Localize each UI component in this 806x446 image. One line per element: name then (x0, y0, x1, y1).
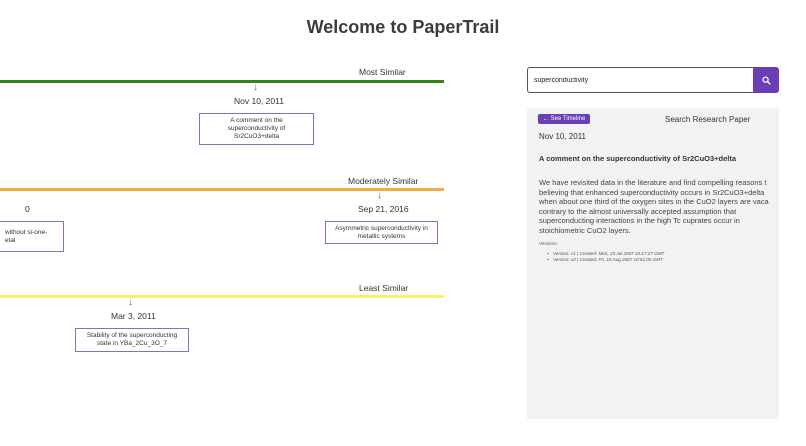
section-label-least-similar: Least Similar (359, 283, 409, 293)
versions-label: Versions: (539, 241, 558, 246)
timeline-area: Most Similar ↓ Nov 10, 2011 A comment on… (0, 67, 444, 352)
page-title: Welcome to PaperTrail (306, 17, 500, 37)
timeline-paper-card[interactable]: A comment on the superconductivity of Sr… (199, 113, 314, 145)
section-label-moderately-similar: Moderately Similar (348, 176, 419, 186)
timeline-paper-card[interactable]: Asymmetric superconductivity in metallic… (325, 221, 438, 244)
see-timeline-button[interactable]: ← See Timeline (538, 114, 591, 124)
section-label-most-similar: Most Similar (359, 67, 406, 77)
arrow-down-icon: ↓ (377, 190, 382, 201)
arrow-down-icon: ↓ (128, 297, 133, 308)
paper-abstract: We have revisited data in the literature… (539, 178, 769, 235)
search-icon (761, 75, 771, 85)
timeline-date: Sep 21, 2016 (358, 204, 409, 214)
timeline-line-least-similar (0, 295, 444, 298)
versions-list: Version: v1 | Created: Mon, 23 Jul 2007 … (547, 251, 664, 263)
search-button[interactable] (753, 67, 779, 93)
timeline-date: 0 (25, 204, 30, 214)
panel-heading: Search Research Paper (665, 115, 751, 124)
paper-detail-panel: ← See Timeline Search Research Paper Nov… (527, 108, 779, 419)
timeline-date: Nov 10, 2011 (234, 96, 284, 106)
paper-date: Nov 10, 2011 (539, 132, 586, 141)
arrow-down-icon: ↓ (253, 82, 258, 93)
timeline-paper-card[interactable]: without si-one- etal (0, 221, 64, 252)
paper-title: A comment on the superconductivity of Sr… (539, 154, 737, 163)
version-item: Version: v1 | Created: Mon, 23 Jul 2007 … (547, 251, 664, 257)
search-input[interactable] (527, 67, 753, 93)
timeline-line-moderately-similar (0, 188, 444, 191)
timeline-paper-card[interactable]: Stability of the superconducting state i… (75, 328, 189, 352)
search-bar (527, 67, 779, 93)
timeline-date: Mar 3, 2011 (111, 311, 156, 321)
version-item: Version: v2 | Created: Fri, 10 Aug 2007 … (547, 257, 664, 263)
timeline-line-most-similar (0, 80, 444, 83)
